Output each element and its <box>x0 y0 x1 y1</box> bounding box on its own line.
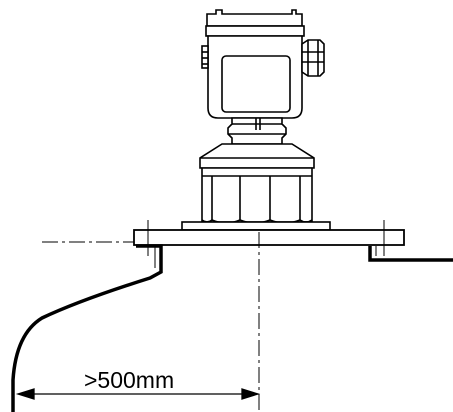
right-nozzle-and-roof <box>368 246 453 262</box>
mounting-flange <box>133 220 405 256</box>
horn-cone-top <box>199 143 315 169</box>
housing-lid-band <box>205 25 305 37</box>
dimension-arrow <box>15 388 261 400</box>
arrow-head-right <box>241 388 261 400</box>
dimension-label: >500mm <box>84 367 174 393</box>
flange-plate <box>133 229 405 246</box>
antenna-horn <box>181 143 331 231</box>
housing-display-window <box>221 55 291 113</box>
sensor-base-plate <box>181 221 331 231</box>
left-nozzle-and-dome <box>11 244 163 412</box>
center-lines <box>42 232 260 412</box>
cable-gland <box>301 39 325 77</box>
left-connector <box>201 45 209 69</box>
housing-lid <box>206 9 303 27</box>
sensor-neck <box>227 117 287 145</box>
tank-roof <box>11 244 453 412</box>
arrow-head-left <box>15 388 35 400</box>
sensor-housing <box>201 9 325 119</box>
